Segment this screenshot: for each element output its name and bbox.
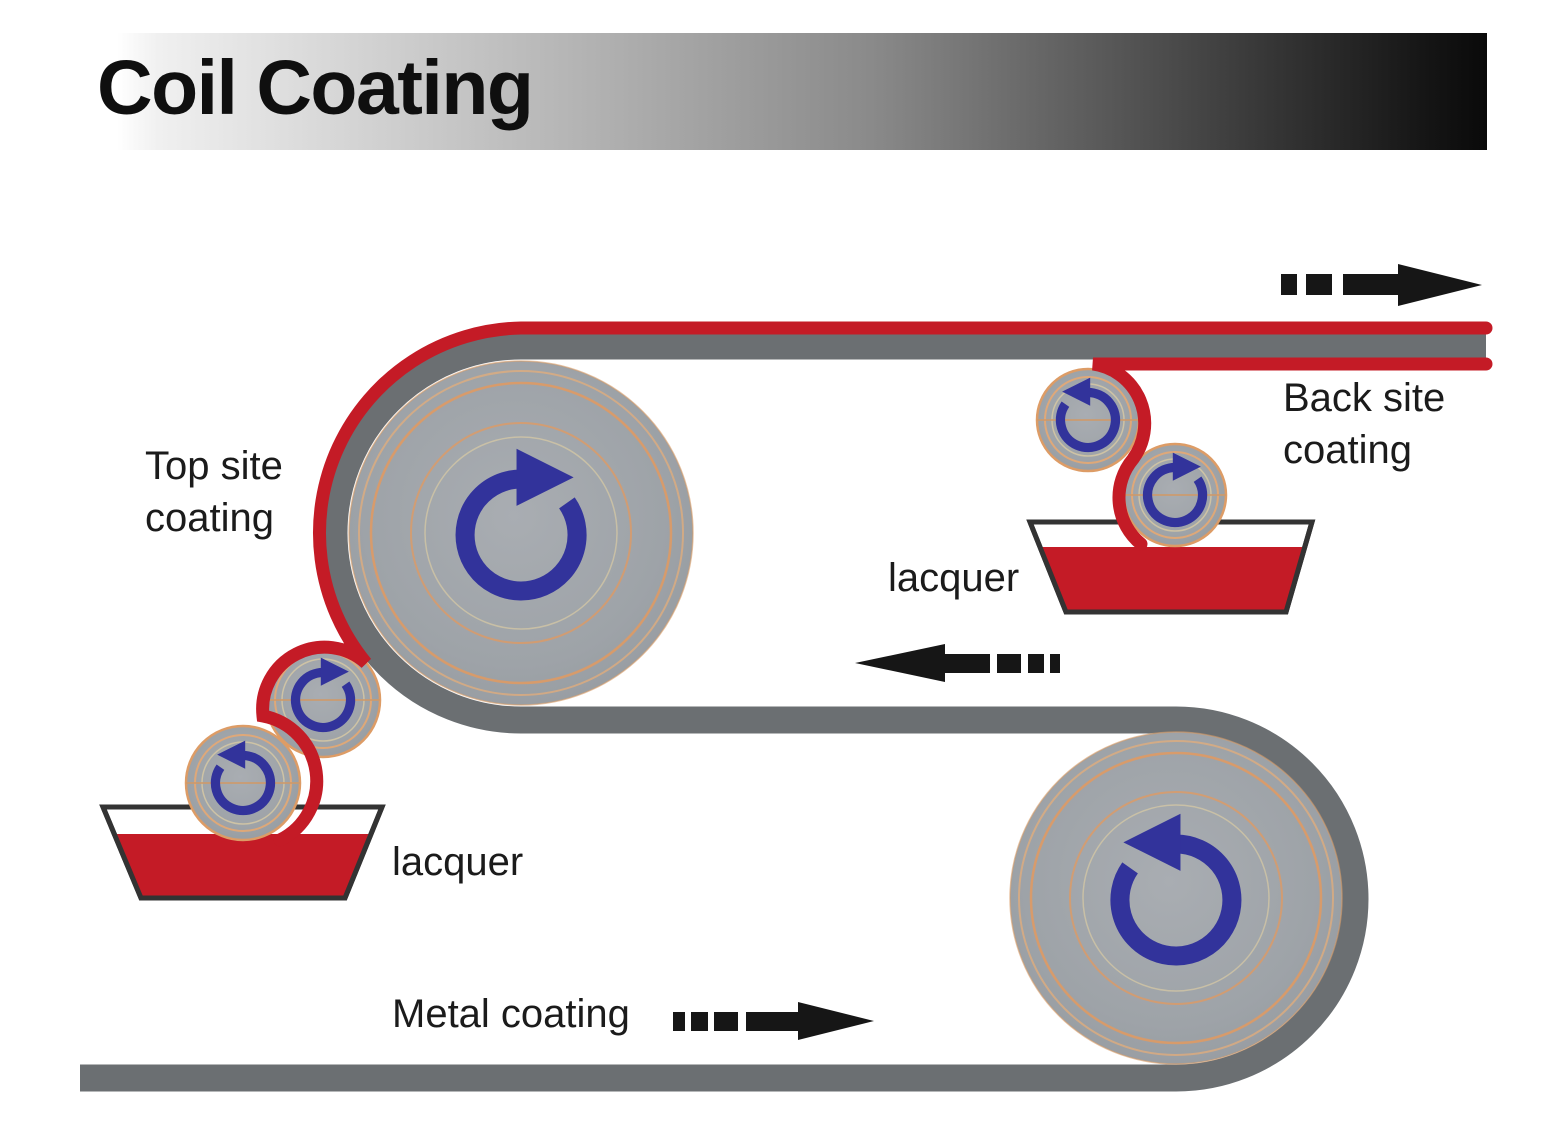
coil-ring [358,370,684,696]
back-site-coating-label: Back site coating [1283,372,1445,476]
metal-strip [80,332,1486,1092]
label-line: lacquer [888,556,1020,600]
lacquer-fill [114,834,371,898]
title-gradient-bar [117,33,1487,150]
main-roller-left [348,360,694,706]
top-coat-ribbon [256,321,1493,847]
pickup-roller-left-bottom [184,724,302,842]
metal-coating-label: Metal coating [392,988,630,1040]
main-roller-right [1009,731,1343,1065]
label-line: coating [145,496,274,540]
lacquer-fill [1038,547,1305,612]
label-line: Metal coating [392,992,630,1036]
top-site-coating-label: Top site coating [145,440,283,544]
coil-ring [1082,804,1270,992]
lacquer-label-left: lacquer [392,836,523,888]
flow-arrow-feed-right-icon [673,1002,874,1040]
label-line: lacquer [392,840,524,884]
lacquer-label-right: lacquer [888,552,1019,604]
lacquer-tray-right [1026,519,1316,615]
label-line: Back site [1283,376,1446,420]
coil-ring [1029,751,1323,1045]
coil-ring [1018,740,1334,1056]
back-coat-ribbon [1091,357,1493,551]
label-line: Top site [145,444,283,488]
page-title: Coil Coating [97,45,534,131]
coil-ring [424,436,618,630]
label-line: coating [1283,428,1412,472]
coil-ring [410,422,632,644]
coil-ring [369,381,673,685]
coil-ring [1069,791,1283,1005]
flow-arrow-return-left-icon [855,644,1060,682]
lacquer-tray-left [99,804,386,901]
flow-arrow-exit-right-icon [1281,264,1482,306]
